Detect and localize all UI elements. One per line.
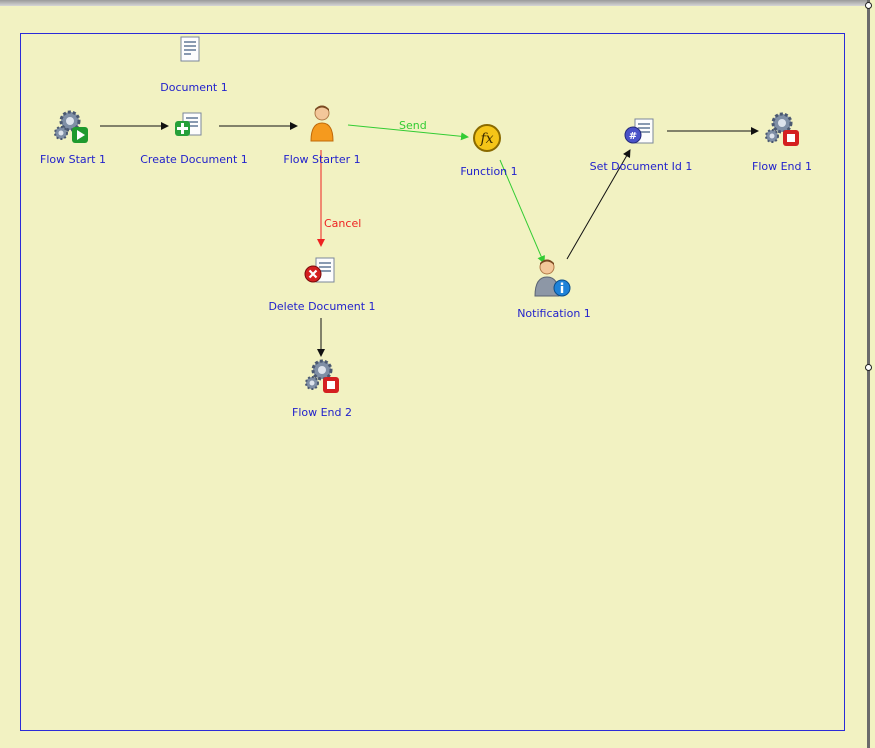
node-flow-start-1[interactable] <box>52 109 94 145</box>
label-flow-end-1: Flow End 1 <box>751 160 813 173</box>
svg-text:#: # <box>629 131 637 142</box>
label-document-1: Document 1 <box>160 81 228 94</box>
edge-label-cancel: Cancel <box>324 217 362 230</box>
label-delete-document-1: Delete Document 1 <box>268 300 376 313</box>
edge-notification-to-setid[interactable] <box>566 149 631 260</box>
node-document-1[interactable] <box>178 36 204 66</box>
notification-user-icon <box>534 259 571 297</box>
edge-label-send: Send <box>399 119 427 132</box>
resize-handle-right[interactable] <box>865 364 872 371</box>
create-document-icon <box>175 112 202 136</box>
workflow-pool[interactable] <box>20 33 845 731</box>
function-icon: fx <box>473 124 501 152</box>
edge-send[interactable] <box>347 124 469 141</box>
delete-document-icon <box>304 257 335 283</box>
set-document-id-icon: # <box>624 118 654 144</box>
label-function-1: Function 1 <box>460 165 518 178</box>
gear-stop-icon <box>305 359 339 393</box>
gear-stop-icon <box>765 112 799 146</box>
label-notification-1: Notification 1 <box>517 307 591 320</box>
canvas-right-border <box>867 0 870 748</box>
gear-play-icon <box>54 110 88 143</box>
node-flow-end-2[interactable] <box>302 358 344 396</box>
node-create-document-1[interactable] <box>173 111 207 141</box>
node-notification-1[interactable] <box>532 258 572 300</box>
svg-text:fx: fx <box>479 131 493 147</box>
label-create-document-1: Create Document 1 <box>140 153 248 166</box>
resize-handle-top[interactable] <box>865 2 872 9</box>
label-flow-starter-1: Flow Starter 1 <box>283 153 361 166</box>
edge-function-to-notification[interactable] <box>499 159 545 264</box>
document-icon <box>180 36 200 62</box>
node-set-document-id-1[interactable]: # <box>623 117 659 149</box>
label-flow-end-2: Flow End 2 <box>291 406 353 419</box>
node-flow-end-1[interactable] <box>762 111 804 149</box>
label-flow-start-1: Flow Start 1 <box>40 153 106 166</box>
canvas-top-border <box>0 0 870 6</box>
node-flow-starter-1[interactable] <box>308 103 336 147</box>
node-delete-document-1[interactable] <box>303 256 339 288</box>
user-icon <box>310 105 334 142</box>
node-function-1[interactable]: fx <box>472 123 502 153</box>
label-set-document-id-1: Set Document Id 1 <box>589 160 693 173</box>
